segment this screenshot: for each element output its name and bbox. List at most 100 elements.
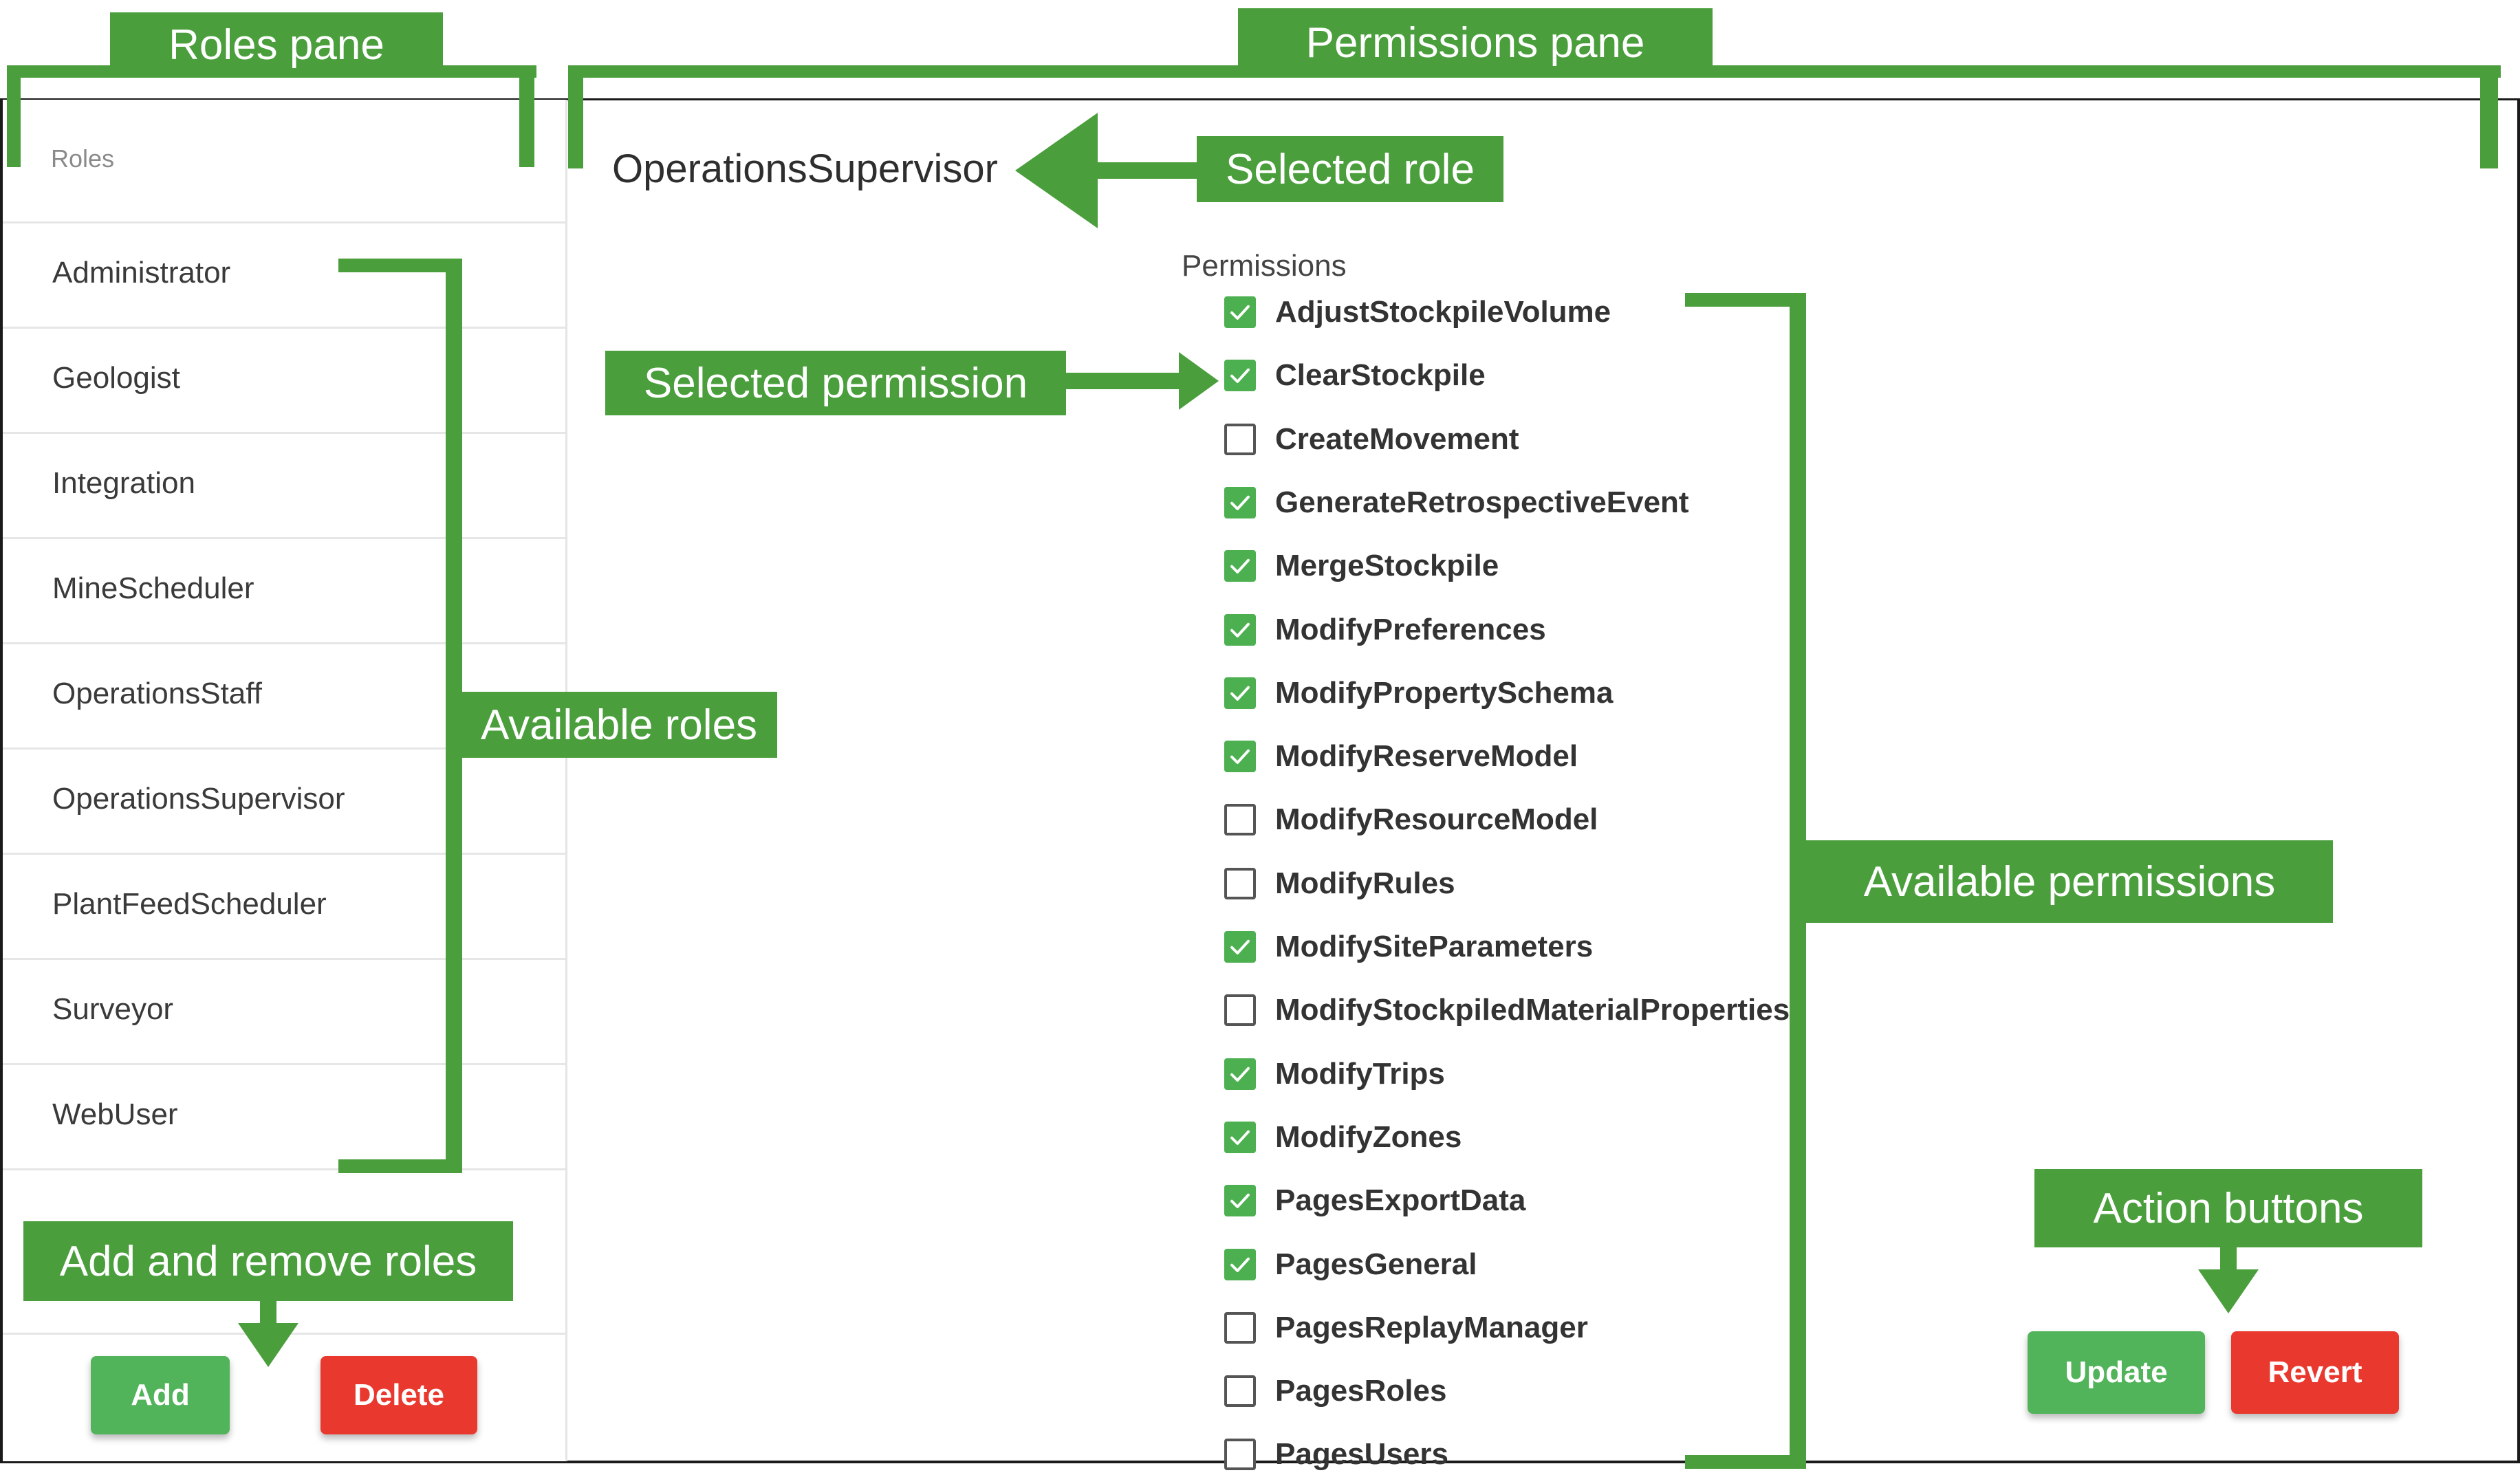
delete-role-button[interactable]: Delete <box>321 1356 477 1434</box>
permission-label: CreateMovement <box>1275 422 1519 456</box>
checkbox-unchecked-icon[interactable] <box>1224 424 1256 455</box>
permission-item[interactable]: ModifyZones <box>1224 1117 1462 1158</box>
role-item[interactable]: Administrator <box>52 256 231 289</box>
permission-label: ModifyZones <box>1275 1120 1462 1154</box>
permission-label: ModifyRules <box>1275 866 1455 900</box>
checkbox-unchecked-icon[interactable] <box>1224 868 1256 899</box>
role-item[interactable]: MineScheduler <box>52 571 254 605</box>
permission-item[interactable]: PagesGeneral <box>1224 1244 1477 1285</box>
action-buttons-label: Action buttons <box>2034 1169 2422 1247</box>
permission-label: MergeStockpile <box>1275 549 1499 582</box>
checkbox-unchecked-icon[interactable] <box>1224 1375 1256 1407</box>
permission-label: PagesUsers <box>1275 1437 1448 1471</box>
pane-divider <box>565 100 567 1461</box>
role-item[interactable]: OperationsSupervisor <box>52 782 345 816</box>
permissions-pane-bracket-left <box>568 65 583 168</box>
role-divider <box>3 537 565 539</box>
permission-item[interactable]: ModifyPropertySchema <box>1224 673 1613 714</box>
checkbox-checked-icon[interactable] <box>1224 614 1256 646</box>
permission-item[interactable]: CreateMovement <box>1224 419 1519 460</box>
permission-label: ModifyPropertySchema <box>1275 676 1614 710</box>
permission-item[interactable]: ModifyResourceModel <box>1224 799 1598 840</box>
role-item[interactable]: WebUser <box>52 1097 178 1131</box>
checkbox-checked-icon[interactable] <box>1224 1185 1256 1216</box>
checkbox-unchecked-icon[interactable] <box>1224 804 1256 835</box>
checkbox-checked-icon[interactable] <box>1224 487 1256 518</box>
available-roles-bracket-bottom <box>338 1159 462 1173</box>
add-role-button[interactable]: Add <box>91 1356 230 1434</box>
roles-pane-label: Roles pane <box>110 12 443 78</box>
permission-item[interactable]: ModifyRules <box>1224 863 1455 904</box>
permission-item[interactable]: ModifyStockpiledMaterialProperties <box>1224 990 1790 1031</box>
available-roles-bracket-spine <box>446 259 462 1173</box>
permission-item[interactable]: ModifySiteParameters <box>1224 926 1593 968</box>
role-item[interactable]: Geologist <box>52 361 180 395</box>
available-permissions-bracket-spine <box>1790 293 1806 1469</box>
permission-label: ModifyPreferences <box>1275 613 1546 646</box>
permission-item[interactable]: PagesRoles <box>1224 1370 1446 1412</box>
permission-label: PagesGeneral <box>1275 1247 1477 1281</box>
checkbox-unchecked-icon[interactable] <box>1224 1312 1256 1344</box>
checkbox-unchecked-icon[interactable] <box>1224 994 1256 1026</box>
permission-item[interactable]: PagesExportData <box>1224 1180 1525 1221</box>
permission-label: AdjustStockpileVolume <box>1275 295 1611 329</box>
checkbox-checked-icon[interactable] <box>1224 1122 1256 1153</box>
checkbox-checked-icon[interactable] <box>1224 296 1256 328</box>
window-top-border <box>0 98 2520 100</box>
permission-item[interactable]: MergeStockpile <box>1224 545 1499 587</box>
permission-item[interactable]: ModifyTrips <box>1224 1053 1445 1095</box>
available-permissions-label: Available permissions <box>1806 840 2333 923</box>
permission-item[interactable]: ModifyPreferences <box>1224 609 1546 651</box>
permission-label: PagesExportData <box>1275 1183 1526 1217</box>
permission-label: ModifyTrips <box>1275 1057 1445 1091</box>
window-left-border <box>0 98 3 1463</box>
checkbox-checked-icon[interactable] <box>1224 741 1256 772</box>
role-item[interactable]: Integration <box>52 466 195 500</box>
permission-item[interactable]: ModifyReserveModel <box>1224 736 1578 777</box>
permission-item[interactable]: PagesUsers <box>1224 1434 1448 1475</box>
role-divider <box>3 958 565 960</box>
checkbox-checked-icon[interactable] <box>1224 550 1256 582</box>
window-right-border <box>2517 98 2520 1463</box>
revert-button[interactable]: Revert <box>2231 1331 2399 1414</box>
update-button[interactable]: Update <box>2028 1331 2205 1414</box>
permissions-header: Permissions <box>1182 249 1347 283</box>
permission-label: ClearStockpile <box>1275 358 1486 392</box>
selected-role-label: Selected role <box>1197 136 1503 202</box>
roles-pane-bracket-left <box>7 65 21 167</box>
selected-permission-label: Selected permission <box>605 351 1066 415</box>
available-permissions-bracket-bottom <box>1685 1455 1806 1469</box>
permission-item[interactable]: PagesReplayManager <box>1224 1307 1588 1348</box>
checkbox-checked-icon[interactable] <box>1224 1249 1256 1280</box>
permission-label: PagesRoles <box>1275 1374 1447 1408</box>
role-divider <box>3 1063 565 1065</box>
permission-item[interactable]: GenerateRetrospectiveEvent <box>1224 482 1689 523</box>
checkbox-checked-icon[interactable] <box>1224 931 1256 963</box>
role-divider <box>3 642 565 644</box>
checkbox-unchecked-icon[interactable] <box>1224 1439 1256 1470</box>
role-item[interactable]: PlantFeedScheduler <box>52 887 327 921</box>
permission-label: ModifyReserveModel <box>1275 739 1578 773</box>
permission-label: ModifyStockpiledMaterialProperties <box>1275 993 1790 1027</box>
role-item[interactable]: Surveyor <box>52 992 174 1026</box>
permissions-pane-bracket-right <box>2480 65 2498 168</box>
checkbox-checked-icon[interactable] <box>1224 1058 1256 1090</box>
role-item[interactable]: OperationsStaff <box>52 677 262 710</box>
permission-item[interactable]: ClearStockpile <box>1224 355 1486 396</box>
available-roles-bracket-top <box>338 259 462 272</box>
role-divider <box>3 221 565 223</box>
selected-role-title: OperationsSupervisor <box>612 146 998 191</box>
permission-label: PagesReplayManager <box>1275 1311 1588 1344</box>
role-divider <box>3 327 565 329</box>
available-roles-label: Available roles <box>461 692 777 758</box>
permissions-pane-label: Permissions pane <box>1238 8 1713 78</box>
checkbox-checked-icon[interactable] <box>1224 360 1256 391</box>
permission-label: GenerateRetrospectiveEvent <box>1275 485 1689 519</box>
checkbox-checked-icon[interactable] <box>1224 677 1256 709</box>
permission-item[interactable]: AdjustStockpileVolume <box>1224 292 1611 333</box>
